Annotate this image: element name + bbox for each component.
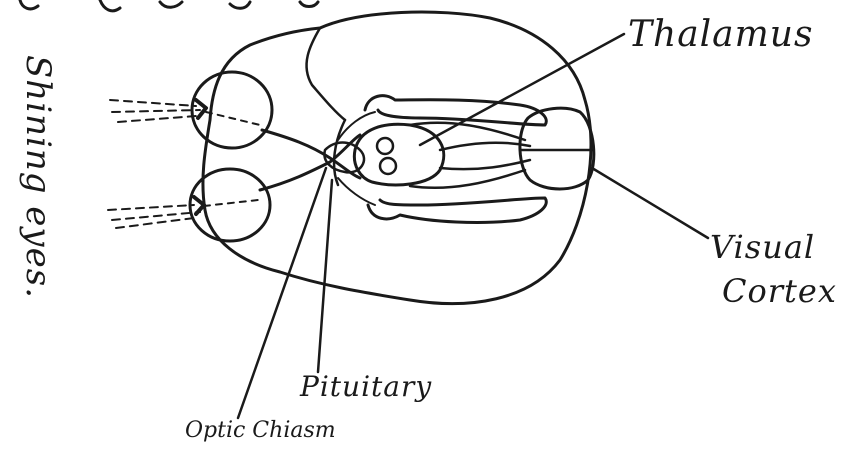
left-pupil xyxy=(196,100,206,118)
visual-cortex-leader-line xyxy=(592,168,708,238)
visual-label: Visual xyxy=(710,228,815,266)
optic-chiasm-label: Optic Chiasm xyxy=(185,418,336,443)
light-ray-right xyxy=(108,205,200,228)
title-fragment-stroke-2 xyxy=(100,0,318,11)
thalamus-nucleus-lower xyxy=(380,158,396,174)
ventricle-lower xyxy=(368,198,546,222)
light-ray-inner xyxy=(204,112,260,206)
optic-radiation-lower xyxy=(410,160,530,188)
shining-eyes-label: Shining eyes. xyxy=(18,55,58,299)
thalamus-nucleus-upper xyxy=(377,138,393,154)
ventricle-upper xyxy=(365,96,546,125)
visual-cortex xyxy=(520,108,594,189)
pituitary-leader-line xyxy=(318,180,332,372)
cortex-label: Cortex xyxy=(722,272,837,310)
thalamus-label: Thalamus xyxy=(628,14,813,55)
light-ray-left xyxy=(110,100,200,122)
pituitary-label: Pituitary xyxy=(300,370,432,403)
thalamus-oval xyxy=(354,124,443,185)
brain-outline xyxy=(203,12,591,304)
hemisphere-fold xyxy=(307,28,345,120)
optic-radiation-upper xyxy=(410,123,530,150)
title-fragment-stroke xyxy=(20,0,38,9)
